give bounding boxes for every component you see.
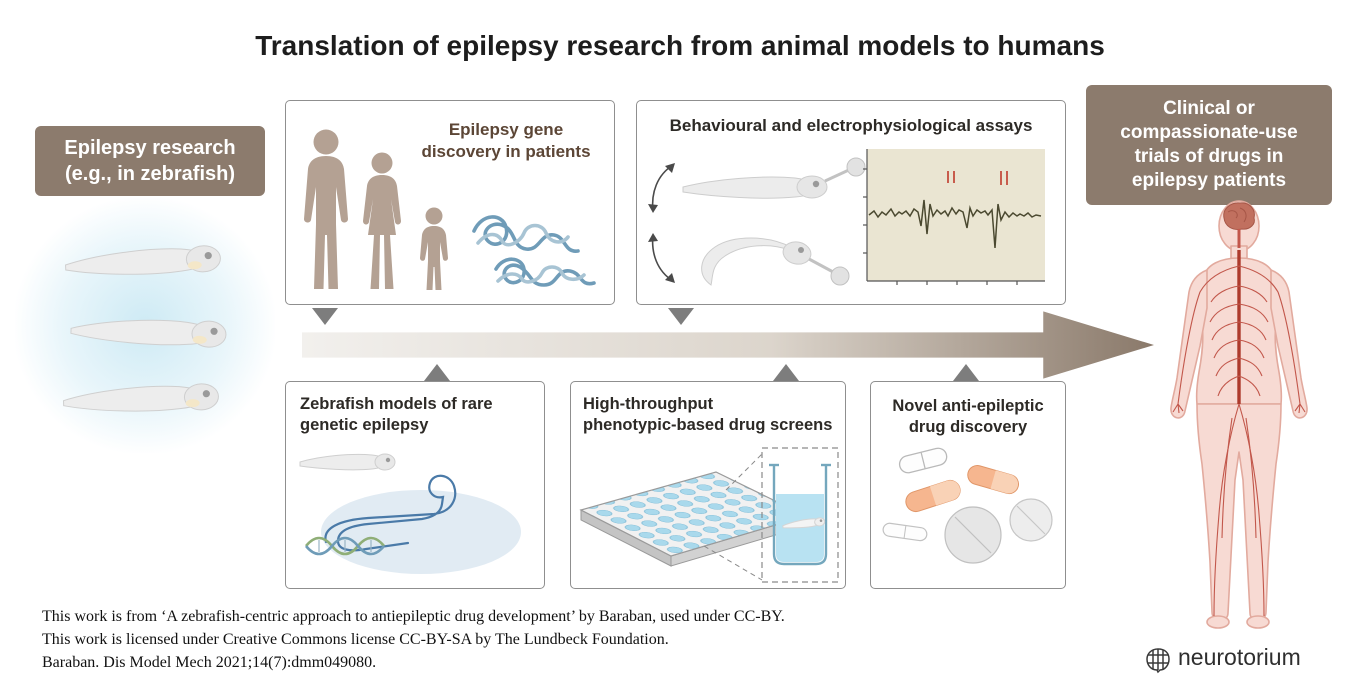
eeg-trace-chart <box>863 149 1045 285</box>
pills-icon <box>882 447 1053 564</box>
dna-tangle-icon <box>472 215 596 287</box>
connector-arrow-up <box>424 364 450 381</box>
patients-silhouettes-icon <box>304 129 448 290</box>
gene-discovery-title: Epilepsy gene discovery in patients <box>421 120 591 162</box>
drug-discovery-box: Novel anti-epileptic drug discovery <box>870 381 1066 589</box>
diagram-title: Translation of epilepsy research from an… <box>255 30 1105 61</box>
motion-arrows-icon <box>648 163 675 283</box>
attribution-line-2: This work is licensed under Creative Com… <box>42 631 669 648</box>
logo-text: neurotorium <box>1178 644 1301 670</box>
well-plate-icon <box>579 447 839 583</box>
brain-circuit-icon <box>299 453 521 574</box>
connector-arrow-down <box>312 308 338 325</box>
zebrafish-larva-icon <box>62 383 219 412</box>
assays-box: Behavioural and electrophysiological ass… <box>636 100 1066 305</box>
beaker-zoom-outline <box>761 447 839 583</box>
neurotorium-logo-icon <box>1146 648 1170 674</box>
drug-discovery-title: Novel anti-epileptic drug discovery <box>892 397 1044 437</box>
zebrafish-models-box: Zebrafish models of rare genetic epileps… <box>285 381 545 589</box>
fish-electrode-icon <box>682 157 866 286</box>
beaker-icon <box>772 466 828 566</box>
drug-screens-box: High-throughput phenotypic-based drug sc… <box>570 381 846 589</box>
zebrafish-larva-icon <box>65 245 221 275</box>
connector-arrow-down <box>668 308 694 325</box>
attribution-line-1: This work is from ‘A zebrafish-centric a… <box>42 608 785 625</box>
connector-arrow-up <box>773 364 799 381</box>
assays-title: Behavioural and electrophysiological ass… <box>669 116 1033 135</box>
left-panel-label: Epilepsy research (e.g., in zebrafish) <box>35 126 265 196</box>
human-body-nervous-system-icon <box>1170 200 1308 629</box>
zebrafish-models-title: Zebrafish models of rare genetic epileps… <box>300 395 493 435</box>
right-panel-label: Clinical or compassionate-use trials of … <box>1086 85 1332 205</box>
gene-discovery-box: Epilepsy gene discovery in patients <box>285 100 615 305</box>
drug-screens-title: High-throughput phenotypic-based drug sc… <box>583 395 833 435</box>
zebrafish-larva-icon <box>70 319 227 348</box>
zebrafish-larva-icon <box>782 517 826 529</box>
connector-arrow-up <box>953 364 979 381</box>
attribution-line-3: Baraban. Dis Model Mech 2021;14(7):dmm04… <box>42 654 377 671</box>
